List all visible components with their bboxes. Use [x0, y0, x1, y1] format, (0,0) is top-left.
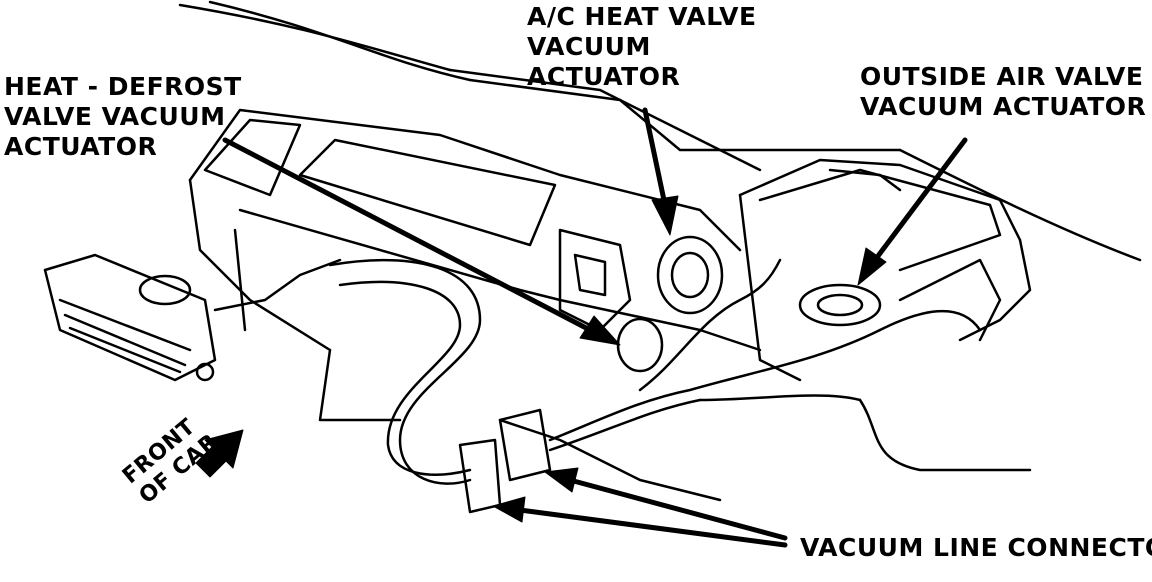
heat-defrost-leader	[222, 137, 593, 333]
vacuum-harness	[328, 258, 1032, 514]
vacuum-line-connector-text: VACUUM LINE CONNECTOR	[800, 533, 1152, 562]
ac-heat-label: A/C HEAT VALVE VACUUM ACTUATOR	[527, 2, 757, 92]
outside-air-line-2: VACUUM ACTUATOR	[860, 92, 1147, 121]
front-arrow-icon	[195, 429, 244, 478]
ac-heat-line-2: VACUUM	[527, 32, 651, 61]
heat-defrost-line-3: ACTUATOR	[4, 132, 158, 161]
blower-housing	[738, 158, 1032, 382]
outside-air-leader	[872, 137, 968, 263]
ac-heat-line-1: A/C HEAT VALVE	[527, 2, 757, 31]
outside-air-label: OUTSIDE AIR VALVE VACUUM ACTUATOR	[860, 62, 1146, 122]
vacuum-line-connector-label: VACUUM LINE CONNECTOR	[800, 533, 1152, 563]
heat-defrost-line-1: HEAT - DEFROST	[4, 72, 242, 101]
connector-leader-1	[567, 477, 788, 541]
leader-arrows	[222, 107, 968, 548]
control-head	[43, 228, 342, 382]
outside-air-line-1: OUTSIDE AIR VALVE	[860, 62, 1144, 91]
ac-heat-line-3: ACTUATOR	[527, 62, 681, 91]
heat-defrost-label: HEAT - DEFROST VALVE VACUUM ACTUATOR	[4, 72, 242, 162]
ac-heat-leader	[642, 107, 668, 208]
connector-leader-2	[517, 507, 788, 548]
actuators	[616, 235, 882, 373]
heat-defrost-line-2: VALVE VACUUM	[4, 102, 226, 131]
